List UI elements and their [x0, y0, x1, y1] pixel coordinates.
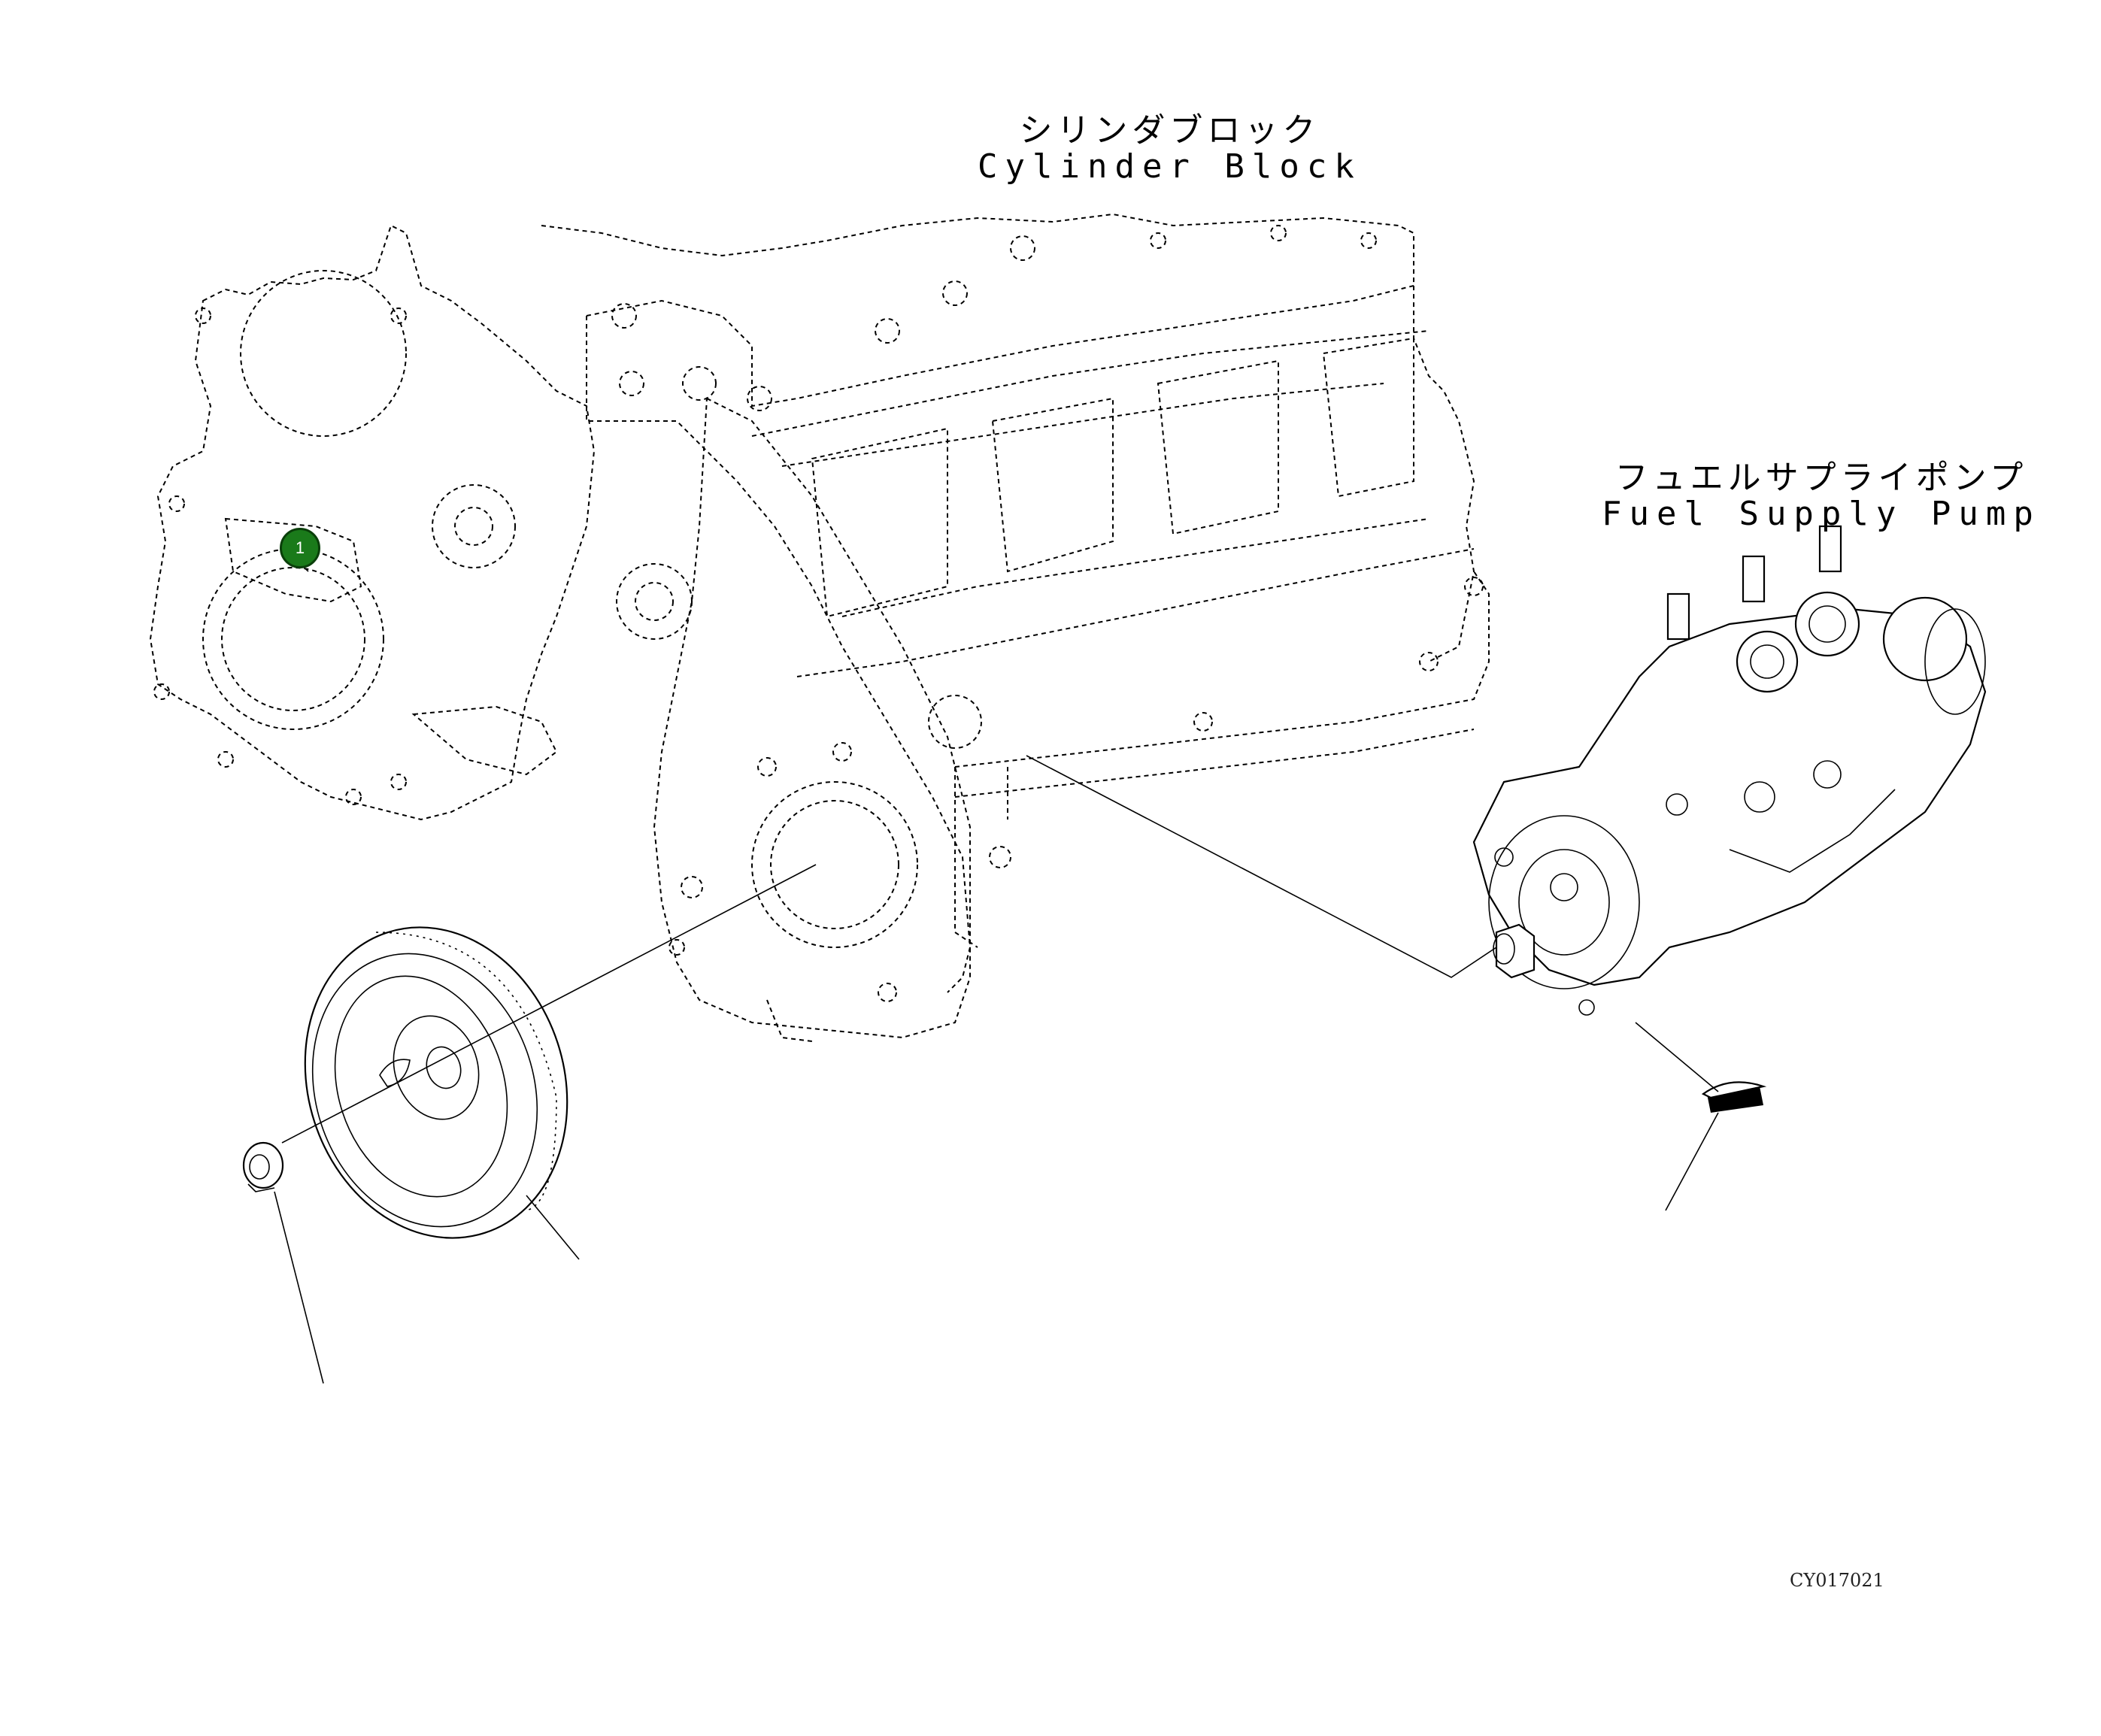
fuel-pump-label-en: Fuel Supply Pump — [1602, 495, 2041, 534]
cylinder-block-label-jp: シリンダブロック — [1019, 111, 1320, 150]
callout-marker-1[interactable]: 1 — [280, 528, 320, 568]
gear-part — [304, 926, 568, 1239]
drawing-code: CY017021 — [1790, 1570, 1884, 1591]
fuel-pump-part — [1472, 525, 1987, 1016]
cylinder-block-label: シリンダブロック Cylinder Block — [978, 111, 1362, 186]
fuel-pump-label-jp: フュエルサプライポンプ — [1614, 459, 2028, 497]
callout-marker-label: 1 — [295, 538, 305, 557]
fuel-pump-label: フュエルサプライポンプ Fuel Supply Pump — [1602, 459, 2041, 534]
cylinder-block-outline — [149, 213, 1490, 1042]
key-part — [1701, 1081, 1767, 1113]
nut-part — [242, 1141, 284, 1192]
leader-lines — [274, 556, 1719, 1384]
cylinder-block-label-en: Cylinder Block — [978, 147, 1362, 186]
